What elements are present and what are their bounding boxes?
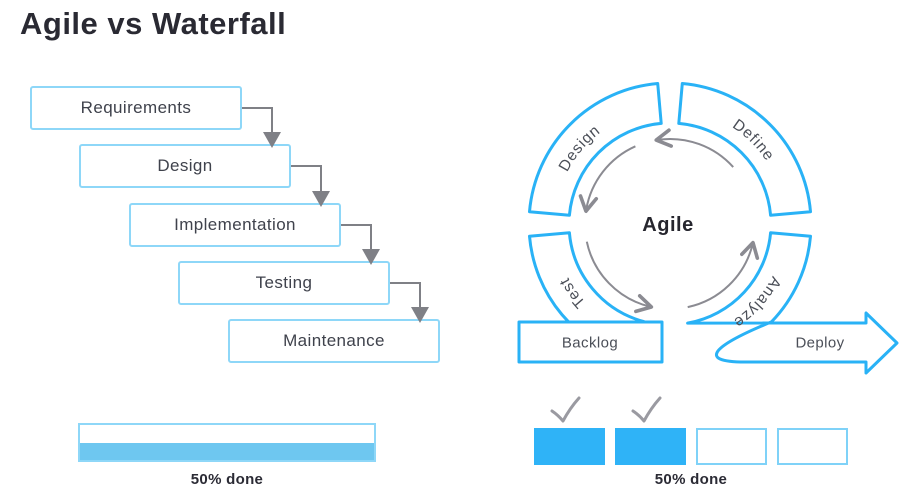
- waterfall-step-design: Design: [79, 144, 291, 188]
- ring-segment-define: [677, 82, 812, 217]
- waterfall-step-label: Maintenance: [283, 331, 385, 350]
- waterfall-step-label: Design: [157, 156, 213, 175]
- cycle-arrow-bottom: [585, 241, 654, 314]
- waterfall-connectors: [242, 107, 429, 323]
- connector-arrow-3: [341, 224, 380, 265]
- agile-cycle-diagram: Design Define Test Analyze Agile Backlog…: [517, 82, 899, 375]
- waterfall-step-label: Implementation: [174, 215, 296, 234]
- waterfall-step-requirements: Requirements: [30, 86, 242, 130]
- ring-segment-analyze-deploy-arrow: [686, 231, 899, 375]
- sprint-box-done-2: [615, 428, 686, 465]
- connector-arrow-2: [291, 165, 330, 207]
- ring-segment-design: [528, 82, 663, 217]
- agile-center-label: Agile: [642, 214, 693, 236]
- connector-arrow-4: [390, 282, 429, 323]
- sprint-box-todo-2: [777, 428, 848, 465]
- deploy-label: Deploy: [795, 335, 844, 352]
- waterfall-step-label: Requirements: [80, 98, 192, 117]
- agile-progress-label: 50% done: [654, 471, 728, 488]
- sprint-checkmarks: [550, 396, 662, 423]
- waterfall-step-maintenance: Maintenance: [228, 319, 440, 363]
- sprint-box-todo-1: [696, 428, 767, 465]
- backlog-label: Backlog: [562, 335, 618, 352]
- waterfall-progress-bar: [78, 423, 376, 462]
- cycle-arrow-top: [654, 128, 734, 168]
- check-icon: [631, 396, 662, 423]
- waterfall-progress-label: 50% done: [190, 471, 264, 488]
- cycle-arrow-left: [578, 145, 636, 213]
- waterfall-step-implementation: Implementation: [129, 203, 341, 247]
- connector-arrow-1: [242, 107, 281, 148]
- sprint-box-done-1: [534, 428, 605, 465]
- waterfall-step-label: Testing: [255, 273, 313, 292]
- page-title: Agile vs Waterfall: [20, 6, 287, 41]
- waterfall-step-testing: Testing: [178, 261, 390, 305]
- check-icon: [550, 396, 581, 423]
- cycle-arrow-right: [687, 240, 760, 309]
- backlog-box: [517, 320, 664, 364]
- waterfall-progress-fill: [80, 442, 374, 460]
